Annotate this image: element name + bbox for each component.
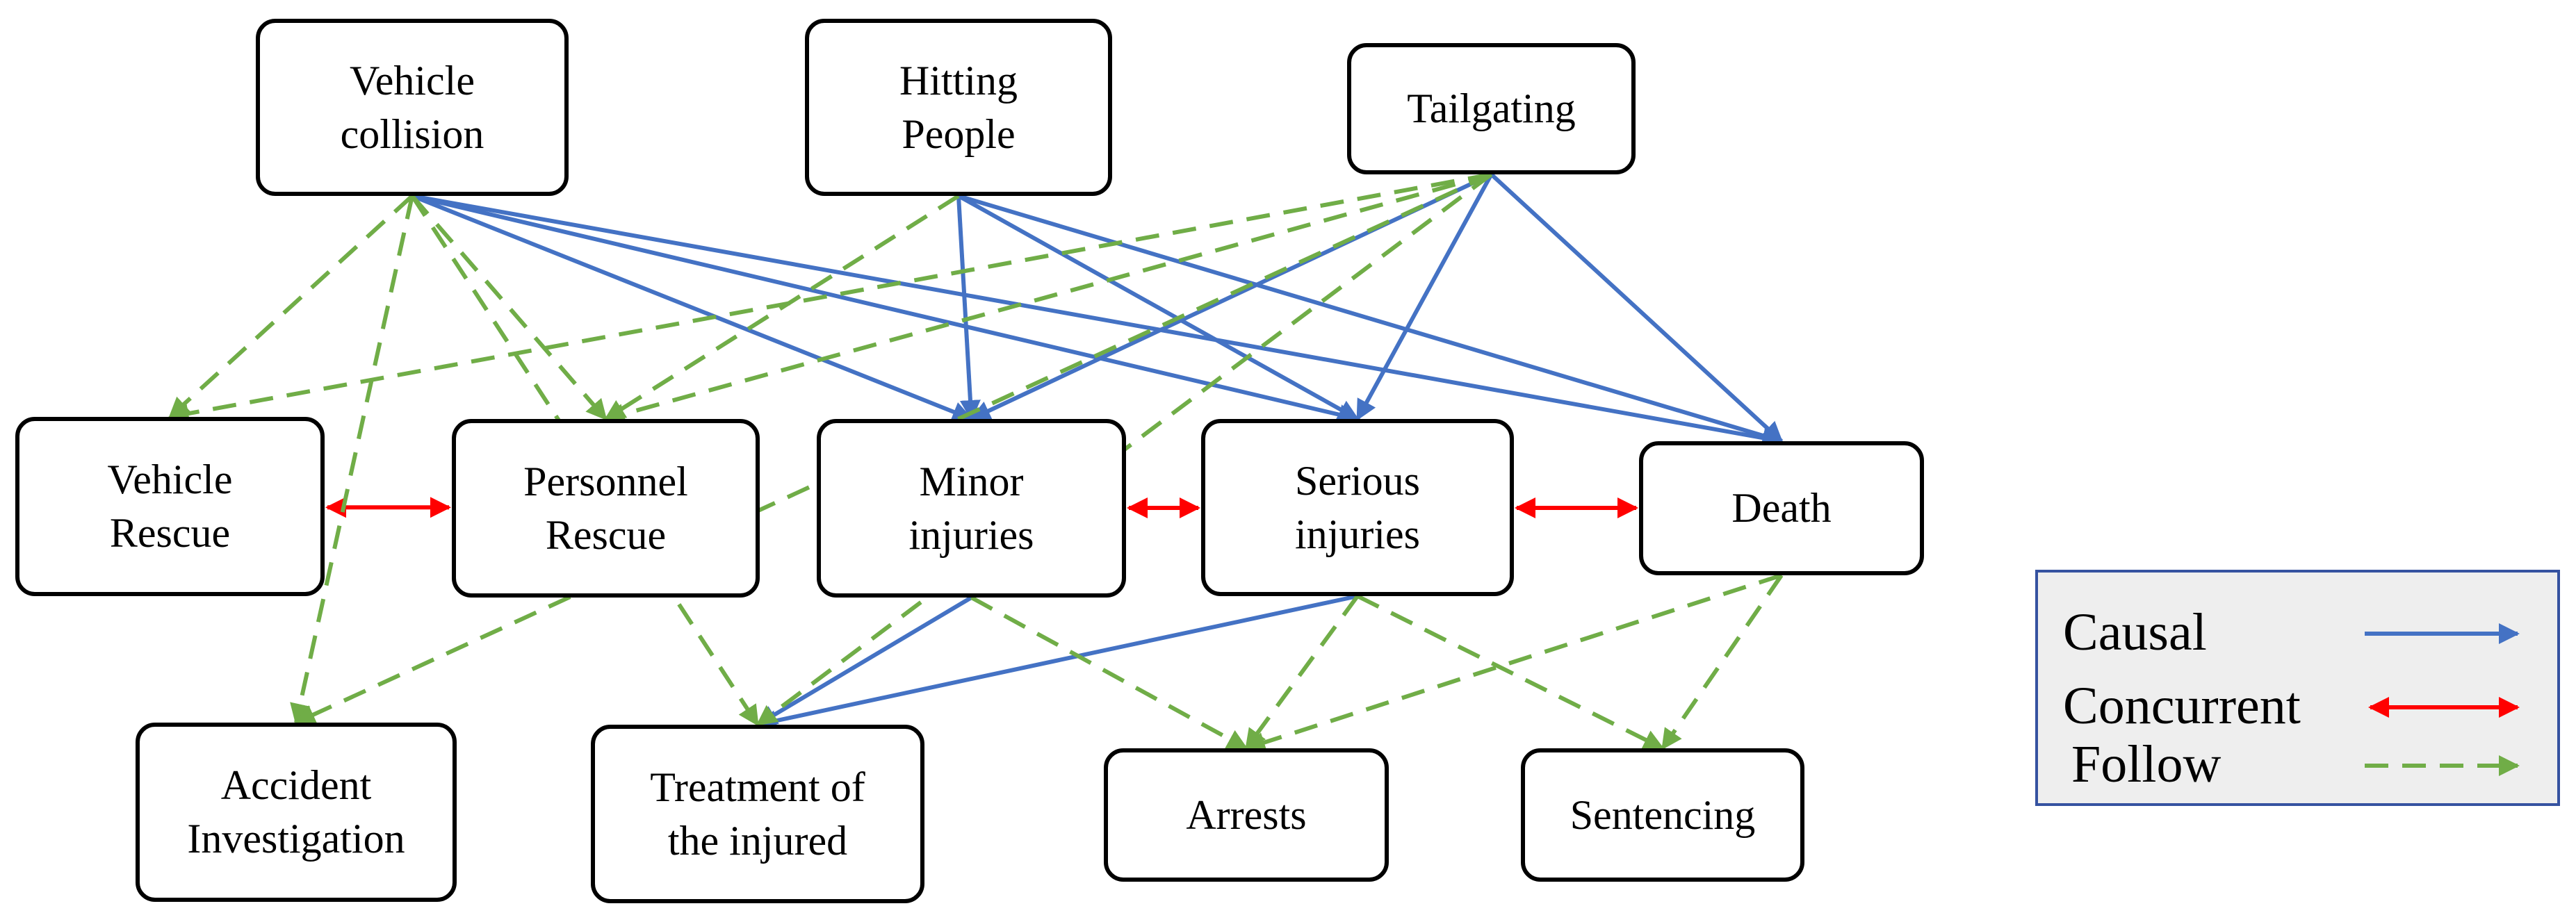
- edge-follow-serious_injuries-to-arrests: [1244, 595, 1360, 750]
- edge-causal-vehicle_collision-to-minor_injuries: [411, 194, 974, 422]
- node-arrests: Arrests: [1104, 748, 1389, 882]
- edge-follow-vehicle_collision-to-accident_investigation: [290, 195, 414, 725]
- edge-causal-tailgating-to-death: [1490, 172, 1784, 443]
- edge-causal-hitting_people-to-death: [958, 194, 1784, 446]
- node-minor-injuries: Minor injuries: [817, 419, 1126, 598]
- edge-causal-vehicle_collision-to-death: [411, 194, 1784, 449]
- node-death: Death: [1639, 441, 1924, 575]
- edge-causal-tailgating-to-serious_injuries: [1355, 173, 1494, 421]
- node-hitting-people: Hitting People: [805, 19, 1112, 196]
- node-accident-investigation: Accident Investigation: [136, 723, 457, 902]
- legend-concurrent-label: Concurrent: [2063, 677, 2301, 735]
- node-vehicle-collision: Vehicle collision: [256, 19, 569, 196]
- edge-causal-hitting_people-to-minor_injuries: [956, 195, 981, 421]
- legend-causal-label: Causal: [2063, 603, 2207, 661]
- edge-follow-death-to-arrests: [1244, 573, 1782, 752]
- node-personnel-rescue: Personnel Rescue: [452, 419, 760, 598]
- edge-follow-tailgating-to-personnel_rescue: [603, 172, 1492, 425]
- edge-follow-vehicle_collision-to-vehicle_rescue: [168, 194, 414, 419]
- legend-follow-label: Follow: [2071, 735, 2222, 793]
- node-sentencing: Sentencing: [1521, 748, 1804, 882]
- node-serious-injuries: Serious injuries: [1201, 419, 1514, 596]
- edge-follow-minor_injuries-to-arrests: [970, 595, 1248, 750]
- edge-follow-hitting_people-to-personnel_rescue: [603, 194, 960, 421]
- edge-causal-serious_injuries-to-treatment: [756, 594, 1358, 732]
- edge-causal-vehicle_collision-to-serious_injuries: [411, 194, 1360, 425]
- legend-swatches: [2365, 623, 2520, 776]
- node-vehicle-rescue: Vehicle Rescue: [15, 417, 325, 596]
- edge-follow-death-to-sentencing: [1661, 574, 1784, 750]
- node-treatment-of-the-injured: Treatment of the injured: [591, 725, 924, 903]
- edge-causal-hitting_people-to-serious_injuries: [957, 194, 1360, 421]
- legend: Causal Concurrent Follow: [2035, 570, 2560, 806]
- node-tailgating: Tailgating: [1347, 43, 1636, 174]
- edge-follow-vehicle_collision-to-personnel_rescue: [410, 195, 608, 421]
- edge-follow-serious_injuries-to-sentencing: [1356, 594, 1665, 750]
- edge-causal-minor_injuries-to-treatment: [756, 595, 973, 727]
